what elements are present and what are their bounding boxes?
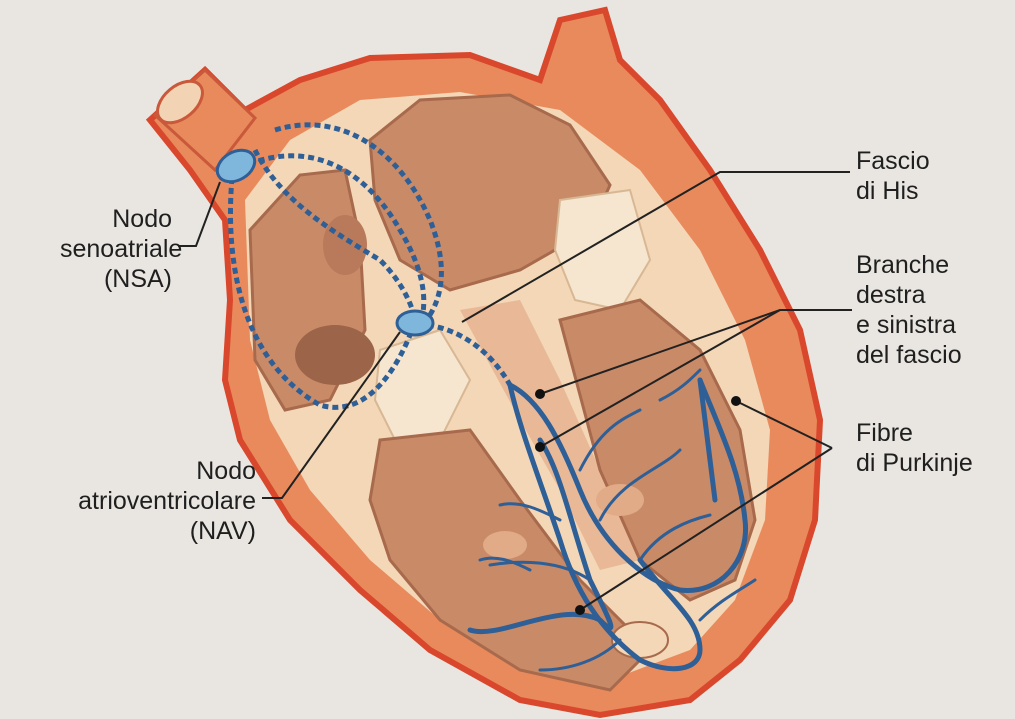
label-fibre-purkinje: Fibre di Purkinje (856, 418, 973, 478)
label-branche: Branche destra e sinistra del fascio (856, 250, 962, 370)
label-nodo-atrioventricolare: Nodo atrioventricolare (NAV) (40, 456, 256, 546)
atrioventricular-node (397, 311, 433, 335)
tricuspid-orifice (295, 325, 375, 385)
label-nodo-senoatriale: Nodo senoatriale (NSA) (60, 204, 172, 294)
label-fascio-his: Fascio di His (856, 146, 930, 206)
